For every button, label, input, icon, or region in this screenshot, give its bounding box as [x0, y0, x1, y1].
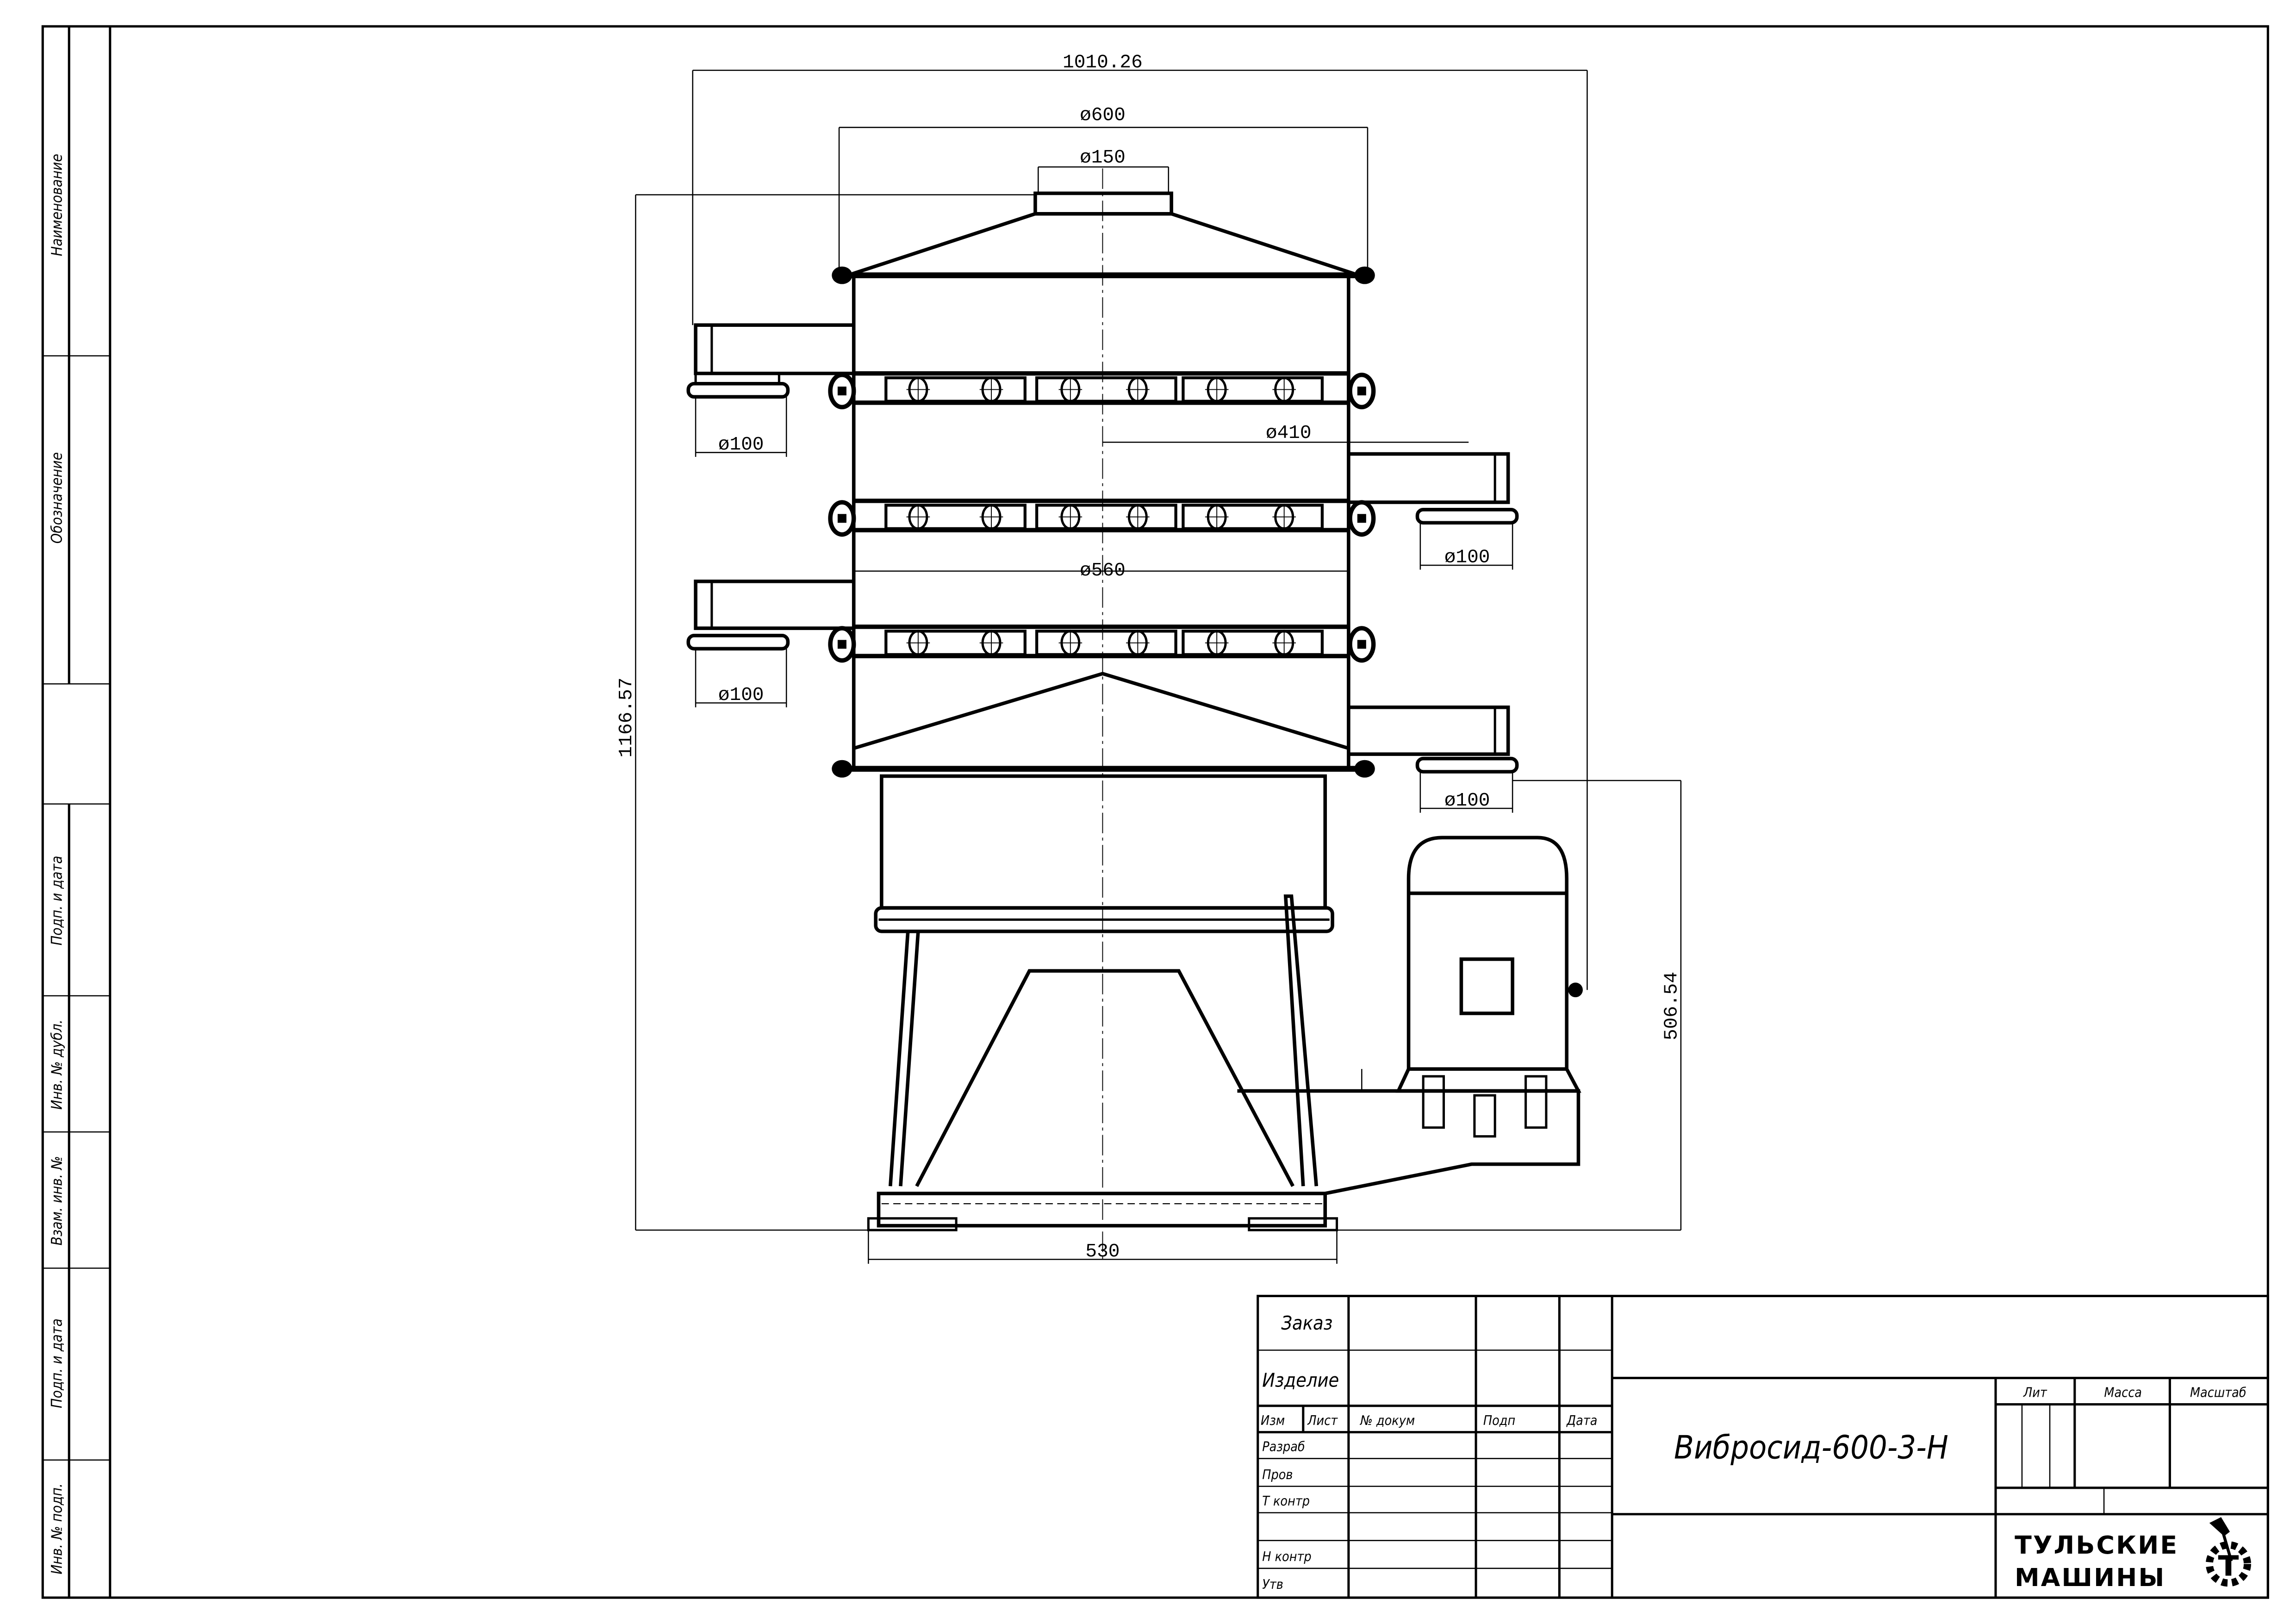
side-label-sign-date-1: Подп. и дата	[49, 856, 65, 945]
outlet-left-1	[686, 323, 854, 399]
label-mass: Масса	[2104, 1385, 2142, 1400]
dim-outlet-offset: ø410	[1266, 423, 1312, 444]
title-block: Заказ Изделие Изм Лист № докум Подп Дата…	[1257, 1294, 2269, 1599]
side-label-name: Наименование	[49, 154, 65, 256]
side-label-orig-inv: Инв. № подп.	[49, 1483, 65, 1574]
header-sheet: Лист	[1307, 1413, 1338, 1428]
side-label-designation: Обозначение	[49, 452, 65, 543]
role-developer: Разраб	[1262, 1439, 1305, 1455]
outlet-right-2	[1348, 706, 1519, 774]
inner-cone	[915, 969, 1295, 1187]
side-stamp-top: Наименование Обозначение	[43, 26, 110, 685]
side-label-sign-date-2: Подп. и дата	[49, 1318, 65, 1408]
dim-motor-height: 506.54	[1661, 972, 1682, 1040]
label-product: Изделие	[1262, 1369, 1339, 1392]
sheet-frame	[41, 25, 2269, 1599]
role-checker: Пров	[1262, 1467, 1293, 1482]
side-label-dup-inv: Инв. № дубл.	[49, 1019, 65, 1110]
role-tech-control: Т контр	[1262, 1493, 1310, 1509]
label-lit: Лит	[2023, 1385, 2047, 1400]
stand-base	[877, 1192, 1327, 1228]
stand-leg-left	[888, 930, 920, 1187]
screen-frame	[828, 499, 1376, 537]
company-name-line1: ТУЛЬСКИЕ	[2015, 1530, 2178, 1560]
role-norm-control: Н контр	[1262, 1549, 1311, 1564]
screen-frame	[828, 625, 1376, 663]
dim-outlet-left-2: ø100	[718, 685, 764, 706]
dim-overall-height: 1166.57	[616, 678, 637, 758]
dim-overall-width: 1010.26	[1063, 52, 1143, 74]
dimension-labels: 1010.26 ø600 ø150 ø410 ø560 ø100 ø100 ø1…	[616, 52, 1683, 1263]
outlet-right-1	[1348, 452, 1519, 525]
dim-inner-diameter: ø560	[1080, 560, 1126, 581]
dimension-lines	[635, 69, 1682, 1264]
dim-top-diameter: ø600	[1080, 105, 1126, 126]
dim-outlet-left-1: ø100	[718, 434, 764, 456]
screen-frame	[828, 371, 1376, 410]
role-approved: Утв	[1262, 1577, 1283, 1592]
machine-drawing	[686, 168, 1583, 1260]
screen-frames	[828, 371, 1376, 663]
dim-outlet-right-2: ø100	[1444, 790, 1490, 812]
dim-inlet-diameter: ø150	[1080, 147, 1126, 169]
gear-emblem-icon	[2205, 1517, 2251, 1587]
side-label-replace-inv: Взам. инв. №	[49, 1156, 65, 1245]
drawing-title: Вибросид-600-3-Н	[1674, 1429, 1948, 1467]
dim-outlet-right-1: ø100	[1444, 547, 1490, 568]
side-stamp-bottom: Подп. и дата Инв. № дубл. Взам. инв. № П…	[43, 803, 110, 1598]
inlet-flange	[1033, 191, 1173, 216]
top-cone	[852, 212, 1355, 276]
label-scale: Масштаб	[2190, 1385, 2246, 1400]
header-doc-number: № докум	[1359, 1413, 1415, 1428]
bottom-cone	[853, 672, 1349, 750]
company-logo: ТУЛЬСКИЕ МАШИНЫ	[2015, 1517, 2251, 1592]
outlet-left-2	[686, 579, 854, 651]
header-signature: Подп	[1483, 1413, 1515, 1428]
header-change: Изм	[1261, 1413, 1285, 1428]
label-order: Заказ	[1281, 1312, 1332, 1334]
motor	[1395, 836, 1583, 1138]
stand-leg-right	[1283, 894, 1319, 1187]
dim-base-width: 530	[1085, 1241, 1120, 1262]
lower-flange	[874, 906, 1334, 933]
lower-housing	[879, 774, 1327, 910]
company-name-line2: МАШИНЫ	[2015, 1563, 2165, 1592]
header-date: Дата	[1566, 1413, 1597, 1428]
